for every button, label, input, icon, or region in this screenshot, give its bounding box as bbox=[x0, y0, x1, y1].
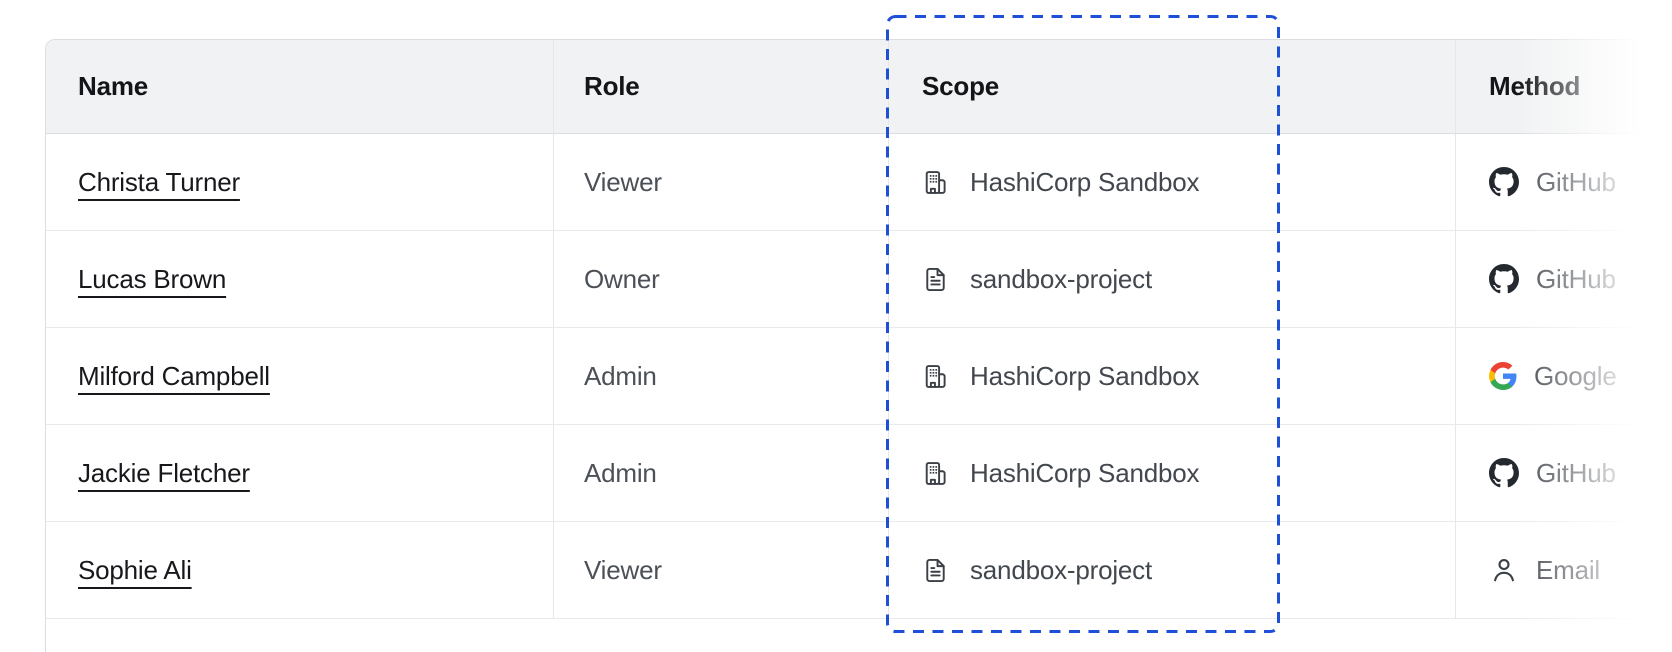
name-cell: Milford Campbell bbox=[46, 328, 554, 424]
method-cell: GitHub bbox=[1456, 134, 1672, 230]
header-label-role: Role bbox=[584, 71, 640, 101]
scope-cell: HashiCorp Sandbox bbox=[889, 328, 1456, 424]
scope-cell: HashiCorp Sandbox bbox=[889, 134, 1456, 230]
scope-text: sandbox-project bbox=[970, 554, 1152, 585]
building-icon bbox=[922, 363, 949, 390]
github-icon bbox=[1489, 167, 1519, 197]
member-name-link[interactable]: Sophie Ali bbox=[78, 554, 192, 585]
next-row-partial bbox=[46, 619, 1672, 652]
table-header: Name Role Scope Method bbox=[46, 40, 1672, 134]
building-icon bbox=[922, 169, 949, 196]
header-label-name: Name bbox=[78, 71, 149, 101]
building-icon bbox=[922, 460, 949, 487]
file-icon bbox=[922, 557, 949, 584]
file-icon bbox=[922, 266, 949, 293]
member-name-link[interactable]: Lucas Brown bbox=[78, 263, 227, 294]
table-row: Milford Campbell Admin HashiCorp Sandbox… bbox=[46, 328, 1672, 425]
method-text: GitHub bbox=[1536, 457, 1616, 488]
table-row: Christa Turner Viewer HashiCorp Sandbox … bbox=[46, 134, 1672, 231]
header-cell-name: Name bbox=[46, 40, 554, 133]
role-cell: Owner bbox=[554, 231, 889, 327]
scope-cell: HashiCorp Sandbox bbox=[889, 425, 1456, 521]
header-label-method: Method bbox=[1489, 71, 1581, 101]
name-cell: Jackie Fletcher bbox=[46, 425, 554, 521]
role-cell: Admin bbox=[554, 425, 889, 521]
role-text: Owner bbox=[584, 263, 660, 294]
method-text: GitHub bbox=[1536, 263, 1616, 294]
role-cell: Viewer bbox=[554, 134, 889, 230]
name-cell: Sophie Ali bbox=[46, 522, 554, 618]
role-cell: Admin bbox=[554, 328, 889, 424]
scope-text: HashiCorp Sandbox bbox=[970, 166, 1200, 197]
person-icon bbox=[1489, 555, 1519, 585]
method-cell: GitHub bbox=[1456, 425, 1672, 521]
scope-cell: sandbox-project bbox=[889, 522, 1456, 618]
member-name-link[interactable]: Milford Campbell bbox=[78, 360, 270, 391]
members-table: Name Role Scope Method Christa Turner Vi… bbox=[45, 39, 1672, 652]
table-row: Lucas Brown Owner sandbox-project GitHub bbox=[46, 231, 1672, 328]
method-text: Google bbox=[1534, 360, 1617, 391]
role-text: Viewer bbox=[584, 554, 662, 585]
method-cell: GitHub bbox=[1456, 231, 1672, 327]
role-cell: Viewer bbox=[554, 522, 889, 618]
member-name-link[interactable]: Jackie Fletcher bbox=[78, 457, 250, 488]
header-cell-role: Role bbox=[554, 40, 889, 133]
method-text: Email bbox=[1536, 554, 1601, 585]
scope-cell: sandbox-project bbox=[889, 231, 1456, 327]
header-cell-scope: Scope bbox=[889, 40, 1456, 133]
github-icon bbox=[1489, 264, 1519, 294]
name-cell: Christa Turner bbox=[46, 134, 554, 230]
method-cell: Email bbox=[1456, 522, 1672, 618]
scope-text: HashiCorp Sandbox bbox=[970, 360, 1200, 391]
scope-text: sandbox-project bbox=[970, 263, 1152, 294]
method-cell: Google bbox=[1456, 328, 1672, 424]
member-name-link[interactable]: Christa Turner bbox=[78, 166, 240, 197]
table-row: Jackie Fletcher Admin HashiCorp Sandbox … bbox=[46, 425, 1672, 522]
method-text: GitHub bbox=[1536, 166, 1616, 197]
table-row: Sophie Ali Viewer sandbox-project Email bbox=[46, 522, 1672, 619]
role-text: Admin bbox=[584, 457, 657, 488]
header-cell-method: Method bbox=[1456, 40, 1672, 133]
name-cell: Lucas Brown bbox=[46, 231, 554, 327]
scope-text: HashiCorp Sandbox bbox=[970, 457, 1200, 488]
github-icon bbox=[1489, 458, 1519, 488]
google-icon bbox=[1489, 362, 1517, 390]
table-body: Christa Turner Viewer HashiCorp Sandbox … bbox=[46, 134, 1672, 619]
header-label-scope: Scope bbox=[922, 71, 1000, 101]
role-text: Viewer bbox=[584, 166, 662, 197]
role-text: Admin bbox=[584, 360, 657, 391]
